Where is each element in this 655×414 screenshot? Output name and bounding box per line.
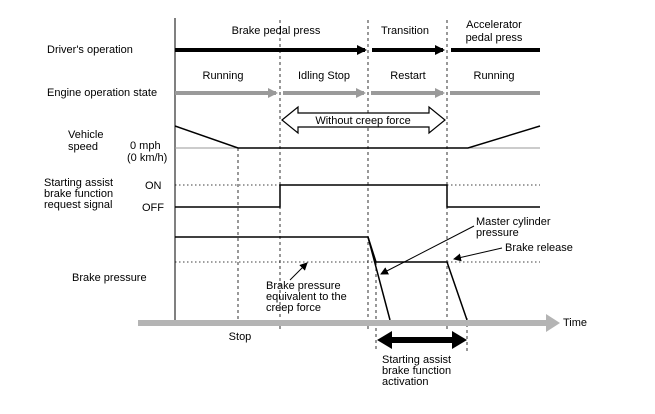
speed-zero-mph: 0 mph <box>130 140 161 152</box>
activation-label-1: Starting assist <box>382 354 451 366</box>
state-running-1: Running <box>203 70 244 82</box>
annotation-brake-release: Brake release <box>505 242 573 254</box>
annotation-master-cylinder-1: Master cylinder <box>476 216 551 228</box>
master-cylinder-trace <box>367 236 468 321</box>
signal-on-label: ON <box>145 180 162 192</box>
row-label-assist-1: Starting assist <box>44 177 113 189</box>
speed-zero-kmh: (0 km/h) <box>127 152 167 164</box>
annotation-creep-force-3: creep force <box>266 302 321 314</box>
row-label-assist-2: brake function <box>44 188 113 200</box>
annotation-master-cylinder-2: pressure <box>476 227 519 239</box>
activation-label-3: activation <box>382 376 428 388</box>
stop-label: Stop <box>229 331 252 343</box>
annotation-creep-force-2: equivalent to the <box>266 291 347 303</box>
phase-accelerator-line2: pedal press <box>466 32 523 44</box>
activation-label-2: brake function <box>382 365 451 377</box>
state-idling-stop: Idling Stop <box>298 70 350 82</box>
creep-force-pointer <box>289 262 308 281</box>
annotation-creep-force-1: Brake pressure <box>266 280 341 292</box>
without-creep-force-arrow <box>281 105 446 135</box>
phase-accelerator-line1: Accelerator <box>466 19 522 31</box>
time-axis-arrowhead <box>546 314 560 332</box>
row-label-speed: speed <box>68 141 98 153</box>
vehicle-speed-trace <box>174 125 541 149</box>
time-label: Time <box>563 317 587 329</box>
state-restart: Restart <box>390 70 425 82</box>
assist-signal-trace <box>175 184 540 208</box>
state-running-2: Running <box>474 70 515 82</box>
brake-release-pointer <box>453 247 503 262</box>
master-cylinder-pointer <box>380 225 475 275</box>
activation-arrow <box>377 331 467 349</box>
annotation-without-creep-force: Without creep force <box>315 115 410 127</box>
phase-guides <box>237 20 468 352</box>
row-label-assist-3: request signal <box>44 199 113 211</box>
row-label-vehicle: Vehicle <box>68 129 103 141</box>
row-label-brake-pressure: Brake pressure <box>72 272 147 284</box>
signal-off-label: OFF <box>142 202 164 214</box>
phase-transition: Transition <box>381 25 429 37</box>
phase-brake-pedal-press: Brake pedal press <box>232 25 321 37</box>
row-label-engine-operation-state: Engine operation state <box>47 87 157 99</box>
row-label-drivers-operation: Driver's operation <box>47 44 133 56</box>
